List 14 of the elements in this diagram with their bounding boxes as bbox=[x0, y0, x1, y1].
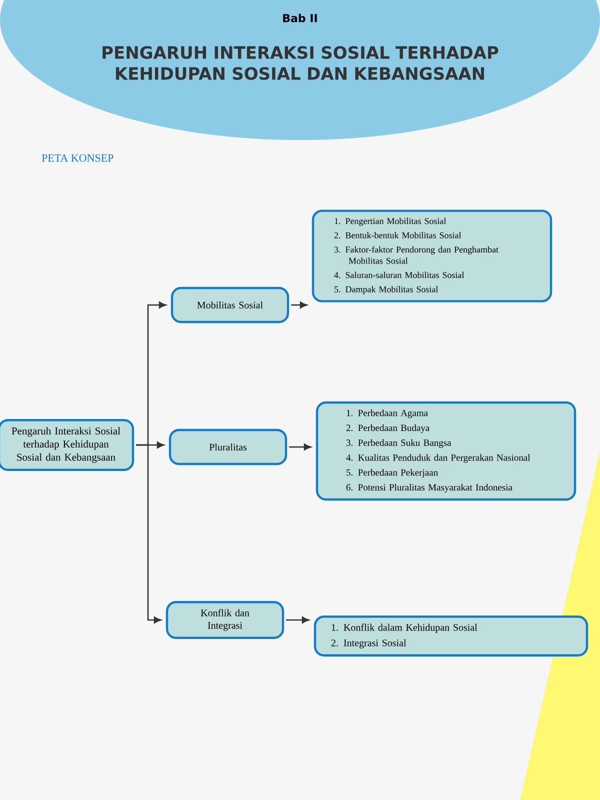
arrow bbox=[286, 616, 310, 624]
arrow bbox=[289, 444, 312, 450]
concept-box: Pluralitas bbox=[168, 428, 288, 466]
arrow bbox=[136, 444, 162, 624]
concept-box: 1. Konflik dalam Kehidupan Sosial 2. Integrasi Sosial bbox=[314, 616, 588, 656]
concept-box: Mobilitas Sosial bbox=[170, 286, 290, 324]
title: PENGARUH INTERAKSI SOSIAL TERHADAP KEHIDUPAN SOSIAL DAN KEBANGSAAN bbox=[102, 46, 498, 80]
concept-box: Pengaruh Interaksi Sosial terhadap Kehidupan Sosial dan Kebangsaan bbox=[0, 419, 134, 471]
chapter-label: Bab II bbox=[283, 14, 317, 22]
concept-box: Konflik dan Integrasi bbox=[166, 601, 284, 639]
concept-box: 1. Pengertian Mobilitas Sosial 2. Bentuk-bentuk Mobilitas Sosial 3. Faktor-faktor Pendorong dan Penghambat Mobilitas Sosial 4. Saluran-saluran Mobilitas Sosial 5. Dampak Mobilitas Sosial bbox=[312, 210, 552, 302]
concept-box: 1. Perbedaan Agama 2. Perbedaan Budaya 3. Perbedaan Suku Bangsa 4. Kualitas Penduduk dan Pergerakan Nasional 5. Perbedaan Pekerjaan 6. Potensi Pluralitas Masyarakat Indonesia bbox=[316, 401, 576, 501]
section-heading: PETA KONSEP bbox=[42, 154, 114, 162]
arrow bbox=[291, 302, 308, 308]
